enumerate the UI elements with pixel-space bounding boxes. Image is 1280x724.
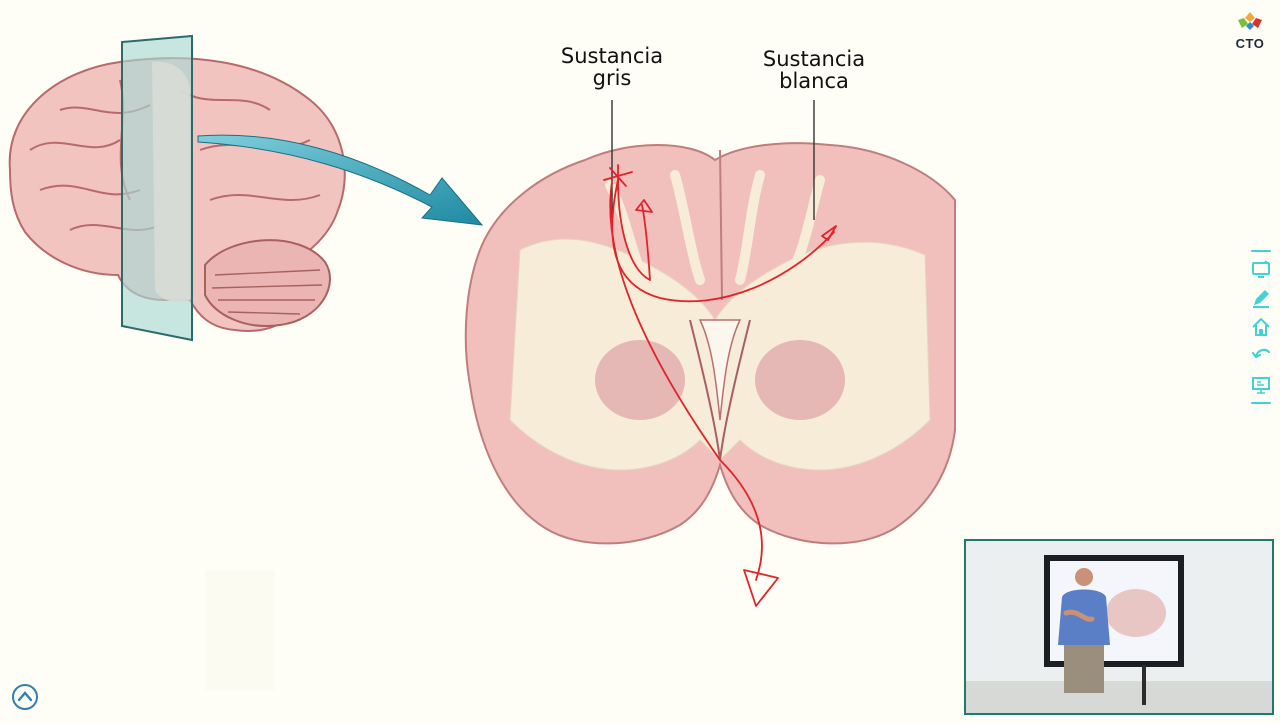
toolbar-divider-top xyxy=(1251,250,1271,252)
faded-placeholder xyxy=(205,570,275,690)
presentation-icon[interactable] xyxy=(1249,373,1273,397)
gray-matter-label: Sustancia gris xyxy=(540,45,684,89)
white-matter-label: Sustancia blanca xyxy=(742,48,886,92)
handwritten-annotations xyxy=(603,164,837,607)
lateral-brain-illustration xyxy=(8,34,346,342)
cto-logo-text: CTO xyxy=(1235,36,1265,51)
white-matter-label-line2: blanca xyxy=(779,69,849,93)
white-matter-label-line1: Sustancia xyxy=(762,47,866,71)
cto-logo: CTO xyxy=(1230,10,1270,58)
gray-matter-label-line2: gris xyxy=(592,66,632,90)
arrow-to-section xyxy=(197,134,484,226)
screen-icon[interactable] xyxy=(1249,257,1273,281)
undo-icon[interactable] xyxy=(1249,344,1273,368)
coronal-brain-section xyxy=(464,142,956,545)
pencil-icon[interactable] xyxy=(1249,286,1273,310)
gray-matter-label-line1: Sustancia xyxy=(560,44,664,68)
chevron-up-icon[interactable] xyxy=(11,683,39,711)
toolbar-divider-bottom xyxy=(1251,402,1271,404)
instructor-video-overlay[interactable] xyxy=(964,539,1274,715)
instructor-video-frame xyxy=(966,541,1272,713)
cto-logo-mark xyxy=(1238,12,1262,30)
side-toolbar xyxy=(1249,250,1273,404)
home-icon[interactable] xyxy=(1249,315,1273,339)
